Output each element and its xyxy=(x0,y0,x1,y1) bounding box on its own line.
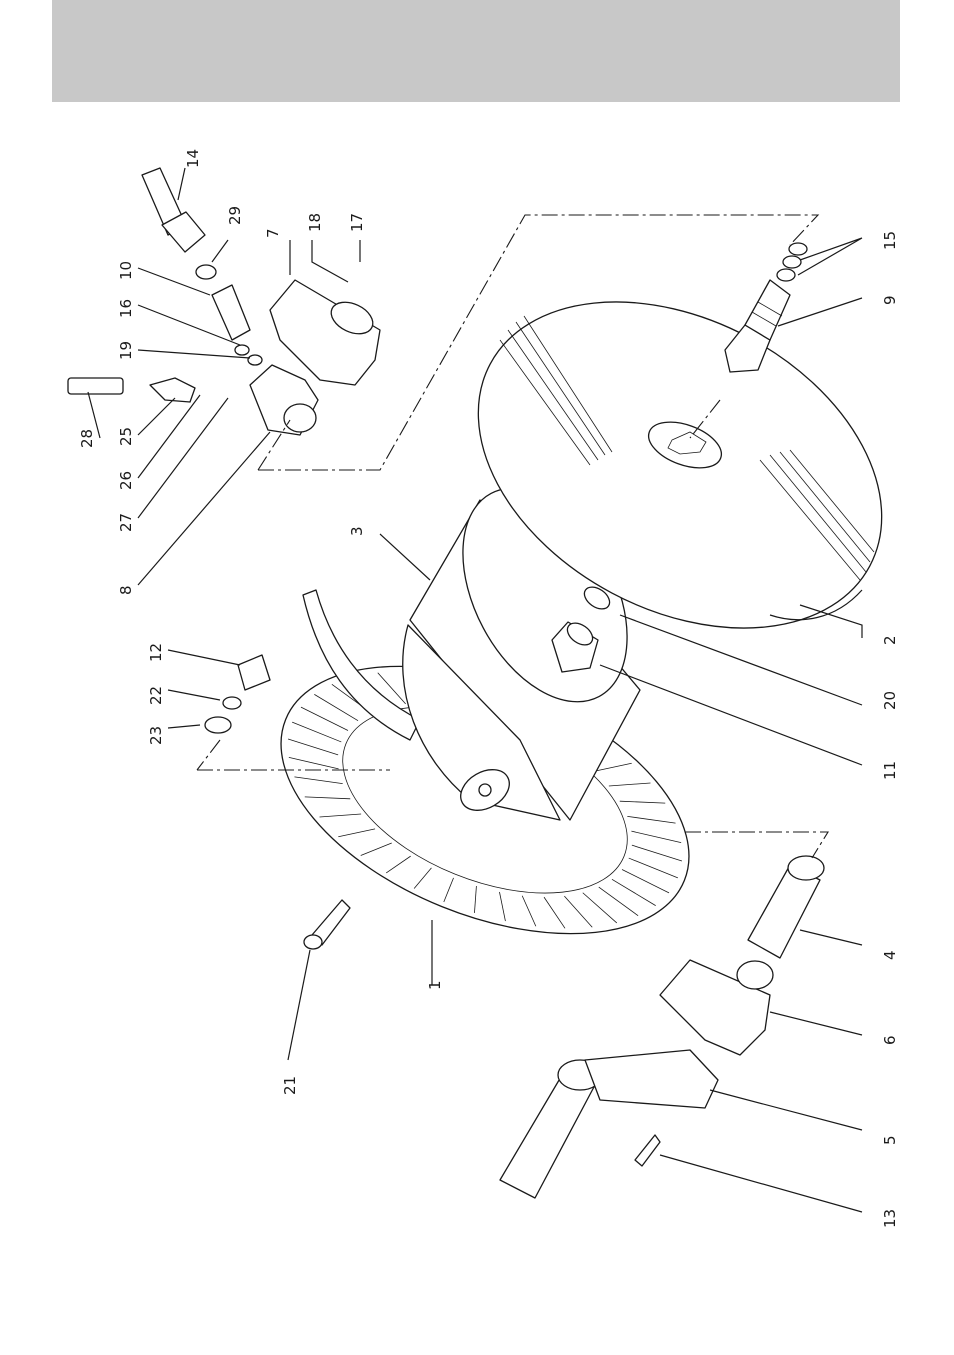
callout-26: 26 xyxy=(117,471,135,490)
callout-27: 27 xyxy=(117,513,135,532)
part-5-crank-handle xyxy=(500,1050,718,1198)
part-21-screw xyxy=(304,900,350,949)
callout-7: 7 xyxy=(264,228,282,238)
part-23-washer xyxy=(205,717,231,733)
part-15-o-rings xyxy=(777,243,807,281)
callout-9: 9 xyxy=(881,295,899,305)
part-7-bracket xyxy=(270,280,380,385)
callout-29: 29 xyxy=(226,206,244,225)
callout-21: 21 xyxy=(281,1076,299,1095)
part-22-lock-washer xyxy=(223,697,241,709)
part-29-washer xyxy=(196,265,216,279)
callout-14: 14 xyxy=(184,149,202,168)
callout-25: 25 xyxy=(117,427,135,446)
callout-20: 20 xyxy=(881,691,899,710)
callout-12: 12 xyxy=(147,643,165,662)
callout-8: 8 xyxy=(117,585,135,595)
callout-11: 11 xyxy=(881,761,899,780)
part-12-bolt xyxy=(238,655,270,690)
callout-19: 19 xyxy=(117,341,135,360)
callout-16: 16 xyxy=(117,299,135,318)
callout-3: 3 xyxy=(348,526,366,536)
callout-18: 18 xyxy=(306,213,324,232)
callout-15: 15 xyxy=(881,231,899,250)
callout-4: 4 xyxy=(881,950,899,960)
part-10-nipple xyxy=(212,285,250,340)
part-4-shaft xyxy=(748,856,824,958)
callout-23: 23 xyxy=(147,726,165,745)
callout-2: 2 xyxy=(881,635,899,645)
part-8-elbow xyxy=(250,365,318,435)
part-14-hose-nut xyxy=(142,168,205,252)
callout-17: 17 xyxy=(348,213,366,232)
part-6-bracket xyxy=(660,960,773,1055)
callout-6: 6 xyxy=(881,1035,899,1045)
callout-1: 1 xyxy=(426,980,444,990)
callout-28: 28 xyxy=(78,429,96,448)
part-13-screw xyxy=(635,1135,660,1166)
part-25-hose-barb xyxy=(150,378,195,402)
callout-13: 13 xyxy=(881,1209,899,1228)
callout-5: 5 xyxy=(881,1135,899,1145)
part-28-hose xyxy=(68,378,123,394)
callout-10: 10 xyxy=(117,261,135,280)
part-16-19-washers xyxy=(235,345,262,365)
callout-22: 22 xyxy=(147,686,165,705)
